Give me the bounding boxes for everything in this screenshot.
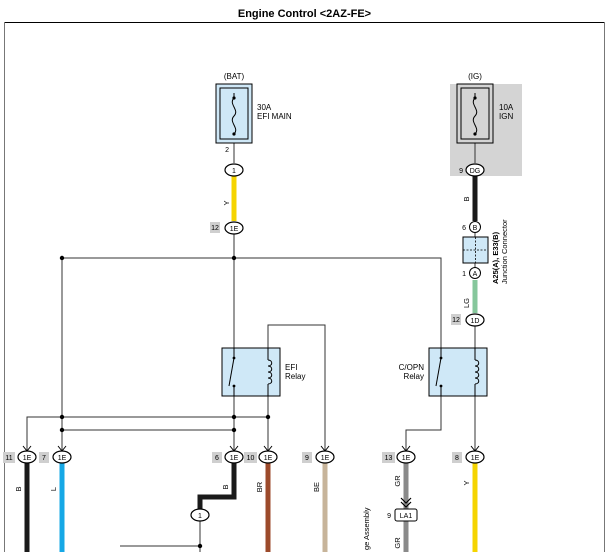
connector-1e-8: 8 1E (452, 445, 485, 464)
relay-copn-label1: C/OPN (399, 363, 425, 372)
fuse-ign-source: (IG) (468, 72, 482, 81)
junction-label2: Junction Connector (500, 219, 509, 284)
wire-label-be-9: BE (312, 482, 321, 492)
wire-label-y-top: Y (222, 200, 231, 205)
relay-efi-label2: Relay (285, 372, 305, 381)
relay-efi-label1: EFI (285, 363, 297, 372)
connector-pin: 10 (247, 455, 255, 462)
wire-label-b-ign: B (462, 196, 471, 201)
splice-connector-label: 1 (198, 513, 202, 520)
frame-left-border (4, 22, 5, 552)
la1-code: LA1 (400, 513, 413, 520)
wire-label-br-10: BR (255, 481, 264, 492)
page-title: Engine Control <2AZ-FE> (237, 8, 372, 20)
junction-conn-bottom-label: A (473, 271, 478, 278)
connector-pin: 12 (452, 317, 460, 324)
wire-labels: Y B LG B L B BR BE GR Y GR (14, 196, 471, 548)
connector-1e-11: 11 1E (3, 445, 37, 464)
fuse-ign-rating: 10A (499, 103, 514, 112)
la1-pin: 9 (387, 513, 391, 520)
wire-label-y-8: Y (462, 480, 471, 485)
connector-pin: 7 (42, 455, 46, 462)
connector-pin: 9 (305, 455, 309, 462)
relay-efi: EFI Relay (221, 347, 305, 397)
junction-connector-a (469, 267, 481, 279)
relay-copn: C/OPN Relay (399, 347, 488, 397)
connector-pin: 8 (455, 455, 459, 462)
connector-code: 1E (471, 455, 480, 462)
junction-connector-b (469, 221, 481, 233)
wire-label-gr-13: GR (393, 475, 402, 487)
double-arrow-down-icon (400, 497, 412, 508)
fuse-ign-connector-label: DG (470, 168, 481, 175)
connector-1e-12: 12 1E (210, 221, 244, 235)
wire-label-gr-la1: GR (393, 537, 402, 549)
fuse-ign-pin: 9 (459, 168, 463, 175)
connector-pin: 13 (385, 455, 393, 462)
wire-label-b-6: B (221, 484, 230, 489)
thin-wires (26, 143, 476, 552)
fuse-symbol-icon (231, 93, 237, 135)
connector-pin: 6 (215, 455, 219, 462)
junction-dots (59, 255, 271, 549)
connector-code: 1E (23, 455, 32, 462)
connector-code: 1E (230, 226, 239, 233)
fuse-ign-name: IGN (499, 112, 513, 121)
connector-1e-10: 10 1E (244, 445, 278, 464)
connector-code: 1E (58, 455, 67, 462)
junction-connector: 6 B 1 A A25(A), E33(B) Junction Connecto… (462, 219, 509, 284)
connector-code: 1D (471, 318, 480, 325)
fuse-efi-pin: 2 (225, 147, 229, 154)
relay-coil-icon (474, 359, 480, 385)
fuse-efi-main: (BAT) 30A EFI MAIN 2 1 (215, 72, 292, 177)
relay-coil-icon (267, 359, 273, 385)
connector-la1: 9 LA1 (387, 497, 418, 522)
connector-1e-9: 9 1E (302, 445, 335, 464)
fuse-symbol-icon (472, 93, 478, 135)
fuse-efi-rating: 30A (257, 103, 272, 112)
connector-code: 1E (230, 455, 239, 462)
fuse-efi-source: (BAT) (224, 72, 245, 81)
connector-1e-6: 6 1E (212, 445, 244, 464)
fuse-efi-connector (224, 163, 244, 177)
wire-label-l-7: L (49, 487, 58, 491)
splice-connector-1: 1 (190, 508, 210, 522)
junction-pin-bottom: 1 (462, 271, 466, 278)
junction-label1: A25(A), E33(B) (491, 231, 500, 284)
wire-label-b-11: B (14, 486, 23, 491)
connector-pin: 11 (5, 455, 12, 462)
junction-conn-top-label: B (473, 225, 478, 232)
wire-label-lg: LG (462, 298, 471, 308)
fuse-efi-name: EFI MAIN (257, 112, 292, 121)
frame-right-border (604, 22, 605, 552)
colored-wires (24, 176, 478, 552)
connector-code: 1E (264, 455, 273, 462)
wire-b-6 (197, 463, 237, 509)
connector-1d-12: 12 1D (451, 313, 485, 327)
junction-pin-top: 6 (462, 225, 466, 232)
fuse-efi-connector-label: 1 (232, 168, 236, 175)
fuse-ign: (IG) 10A IGN 9 DG (456, 72, 514, 177)
connector-code: 1E (402, 455, 411, 462)
title-rule (4, 22, 605, 23)
connector-code: 1E (321, 455, 330, 462)
relay-copn-label2: Relay (404, 372, 424, 381)
connector-1e-7: 7 1E (39, 445, 72, 464)
partial-assembly-label: ge Assembly (362, 507, 371, 550)
connector-1e-13: 13 1E (382, 445, 416, 464)
connector-pin: 12 (211, 225, 219, 232)
fuse-ign-connector (465, 163, 485, 177)
